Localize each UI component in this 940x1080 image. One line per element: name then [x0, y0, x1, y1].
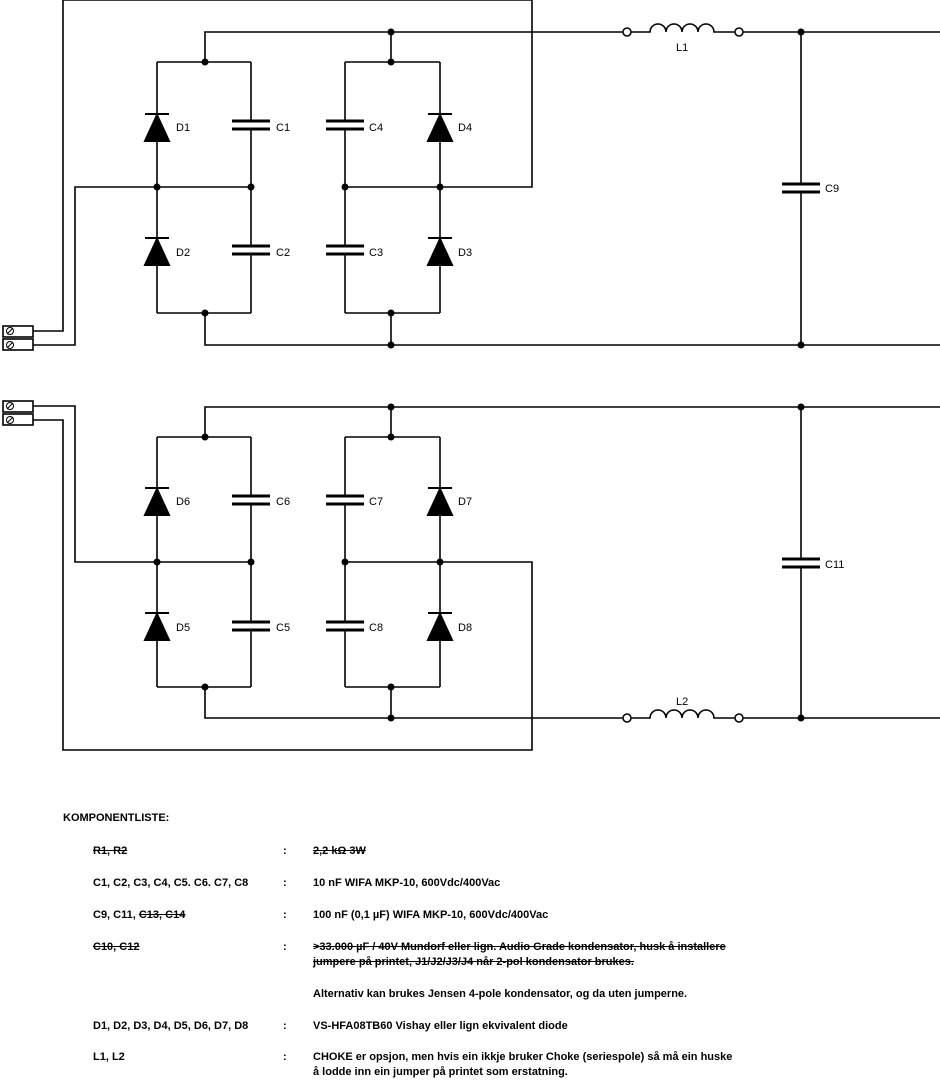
label-l2: L2 [676, 696, 688, 708]
parts-desc: 100 nF (0,1 µF) WIFA MKP-10, 600Vdc/400V… [313, 909, 549, 921]
label-c5: C5 [276, 622, 290, 634]
diode-d1 [143, 112, 171, 142]
parts-colon: : [283, 877, 287, 889]
capacitor-c5 [232, 620, 270, 632]
parts-desc: CHOKE er opsjon, men hvis ein ikkje bruk… [313, 1051, 733, 1078]
label-c8: C8 [369, 622, 383, 634]
terminal-top-2 [2, 338, 34, 351]
terminal-bottom-2 [2, 413, 34, 426]
parts-desc: 10 nF WIFA MKP-10, 600Vdc/400Vac [313, 877, 501, 889]
label-d5: D5 [176, 622, 190, 634]
l1-terminal-left [622, 27, 632, 37]
schematic-diagram: D1 D2 D4 D3 C1 C2 C4 C3 C9 L1 D6 D5 D7 D… [2, 0, 940, 751]
diode-d2 [143, 236, 171, 266]
parts-ref-active: C9, C11, [93, 909, 139, 921]
parts-colon: : [283, 909, 287, 921]
label-d8: D8 [458, 622, 472, 634]
parts-colon: : [283, 845, 287, 857]
label-d6: D6 [176, 496, 190, 508]
capacitor-c1 [232, 119, 270, 131]
l2-terminal-left [622, 713, 632, 723]
label-c3: C3 [369, 247, 383, 259]
label-c4: C4 [369, 122, 383, 134]
parts-ref: D1, D2, D3, D4, D5, D6, D7, D8 [93, 1020, 249, 1032]
parts-ref: C9, C11, C13, C14 [93, 908, 185, 923]
label-d1: D1 [176, 122, 190, 134]
parts-ref: R1, R2 [93, 845, 128, 857]
capacitor-c11 [782, 557, 820, 569]
terminal-bottom-1 [2, 400, 34, 413]
parts-colon: : [283, 1051, 287, 1063]
terminal-top-1 [2, 325, 34, 338]
parts-ref: C1, C2, C3, C4, C5. C6. C7, C8 [93, 877, 249, 889]
diode-d8 [426, 611, 454, 641]
label-d4: D4 [458, 122, 472, 134]
diode-d5 [143, 611, 171, 641]
parts-colon: : [283, 1020, 287, 1032]
parts-desc: VS-HFA08TB60 Vishay eller lign ekvivalen… [313, 1020, 568, 1032]
capacitor-c2 [232, 244, 270, 256]
parts-colon: : [283, 941, 287, 953]
parts-desc: 2,2 kΩ 3W [313, 845, 366, 857]
capacitor-c6 [232, 494, 270, 506]
label-d3: D3 [458, 247, 472, 259]
diode-d3 [426, 236, 454, 266]
l2-terminal-right [734, 713, 744, 723]
label-c11: C11 [825, 559, 844, 571]
capacitor-c4 [326, 119, 364, 131]
parts-list-title: KOMPONENTLISTE: [63, 812, 170, 824]
label-c7: C7 [369, 496, 383, 508]
diode-d6 [143, 486, 171, 516]
label-c6: C6 [276, 496, 290, 508]
label-c1: C1 [276, 122, 290, 134]
diode-d4 [426, 112, 454, 142]
parts-desc: >33.000 µF / 40V Mundorf eller lign. Aud… [313, 941, 726, 968]
capacitor-c8 [326, 620, 364, 632]
label-d2: D2 [176, 247, 190, 259]
l1-terminal-right [734, 27, 744, 37]
parts-desc: Alternativ kan brukes Jensen 4-pole kond… [313, 988, 688, 1000]
label-l1: L1 [676, 42, 688, 54]
label-c9: C9 [825, 183, 839, 195]
capacitor-c3 [326, 244, 364, 256]
capacitor-c9 [782, 182, 820, 194]
parts-ref: L1, L2 [93, 1051, 125, 1063]
capacitor-c7 [326, 494, 364, 506]
label-d7: D7 [458, 496, 472, 508]
diode-d7 [426, 486, 454, 516]
label-c2: C2 [276, 247, 290, 259]
parts-ref-struck: C13, C14 [138, 909, 186, 921]
parts-ref: C10, C12 [93, 941, 140, 953]
